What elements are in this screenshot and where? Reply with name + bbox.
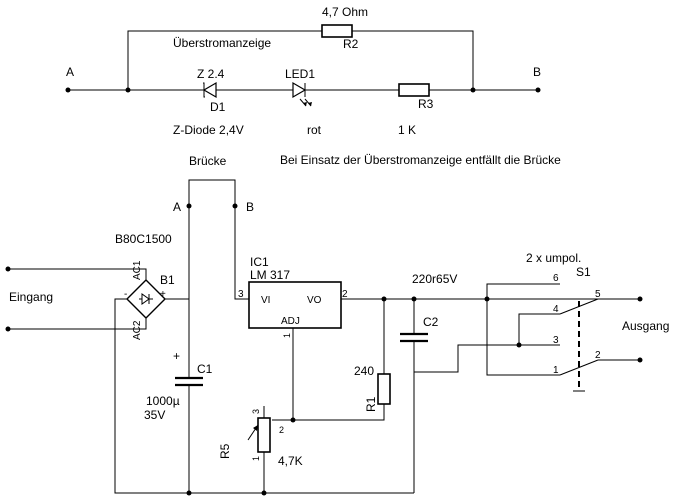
- switch-pin4: 4: [553, 304, 559, 315]
- rectifier-plus-label: +: [160, 289, 166, 300]
- c1-plus-label: +: [173, 349, 180, 363]
- input-label: Eingang: [9, 290, 53, 304]
- led-ref-label: LED1: [285, 67, 315, 81]
- potentiometer-r5: [247, 406, 271, 493]
- r5-value-label: 4,7K: [278, 454, 303, 468]
- led-1: [292, 81, 312, 107]
- c2-value-label: 220r65V: [412, 272, 457, 286]
- node-b-label-main: B: [246, 200, 254, 214]
- ic-pin3-label: 3: [238, 289, 244, 300]
- r1-value-label: 240: [354, 364, 374, 378]
- ic-adj-label: ADJ: [281, 316, 300, 327]
- node-a-label-main: A: [173, 200, 181, 214]
- rectifier-ref-label: B1: [160, 273, 175, 287]
- r5-pin1-label: 1: [251, 456, 261, 461]
- c2-ref-label: C2: [423, 315, 439, 329]
- capacitor-c1: [175, 376, 203, 387]
- regulator-section: A B Eingang B80C1500 B1 AC1 AC2 + - + C1: [5, 179, 669, 496]
- led-color-label: rot: [307, 123, 322, 137]
- rectifier-ac1-label: AC1: [132, 260, 143, 280]
- switch-ref-label: S1: [576, 265, 591, 279]
- r2-ref-label: R2: [343, 37, 359, 51]
- output-terminal-1: [637, 296, 643, 302]
- bridge-label: Brücke: [189, 154, 227, 168]
- regulator-ic1: [248, 281, 342, 329]
- resistor-r3: [398, 83, 430, 97]
- output-label: Ausgang: [622, 319, 669, 333]
- rectifier-minus-label: -: [124, 289, 127, 300]
- bridge-note: Bei Einsatz der Überstromanzeige entfäll…: [280, 153, 561, 167]
- section-title: Überstromanzeige: [173, 36, 271, 50]
- node-a-main: [186, 203, 192, 209]
- resistor-r2: [321, 24, 353, 38]
- r5-ref-label: R5: [218, 443, 232, 459]
- node-a-label-top: A: [66, 65, 74, 79]
- switch-desc-label: 2 x umpol.: [526, 251, 581, 265]
- r5-pin2-label: 2: [279, 425, 284, 435]
- ic-type-label: LM 317: [250, 268, 290, 282]
- ic-ref-label: IC1: [250, 255, 269, 269]
- switch-blade-lower: [559, 359, 599, 376]
- rectifier-type-label: B80C1500: [115, 232, 172, 246]
- node-a-top: [65, 87, 71, 93]
- input-terminal-1: [5, 266, 11, 272]
- capacitor-c2: [400, 332, 428, 343]
- d1-value-label: Z 2.4: [197, 67, 225, 81]
- ic-pin1-label: 1: [282, 333, 292, 338]
- resistor-r1: [377, 373, 391, 405]
- r1-ref-label: R1: [364, 396, 378, 412]
- input-terminal-2: [5, 326, 11, 332]
- r3-ref-label: R3: [418, 97, 434, 111]
- r2-value-label: 4,7 Ohm: [322, 5, 368, 19]
- c1-value-label: 1000µ: [146, 394, 180, 408]
- overcurrent-indicator-section: 4,7 Ohm R2 Überstromanzeige A B Z 2.4 D1…: [65, 5, 561, 168]
- rectifier-ac2-label: AC2: [132, 320, 143, 340]
- output-terminal-2: [637, 357, 643, 363]
- ic-vi-label: VI: [261, 295, 270, 306]
- switch-pin3: 3: [553, 335, 559, 346]
- r5-pin3-label: 3: [251, 409, 261, 414]
- d1-description: Z-Diode 2,4V: [173, 123, 244, 137]
- switch-pin6: 6: [553, 273, 559, 284]
- node-b-main: [232, 203, 238, 209]
- ic-pin2-label: 2: [342, 289, 348, 300]
- node-b-label-top: B: [533, 65, 541, 79]
- r3-value-label: 1 K: [398, 123, 416, 137]
- c1-voltage-label: 35V: [144, 408, 165, 422]
- switch-pin1: 1: [553, 365, 559, 376]
- d1-ref-label: D1: [210, 100, 226, 114]
- node-b-top: [535, 87, 541, 93]
- bridge-rectifier-b1: [126, 279, 166, 319]
- bridge-wire: [188, 179, 236, 206]
- zener-diode-d1: [202, 81, 217, 99]
- switch-pin5: 5: [595, 289, 601, 300]
- switch-pin2: 2: [595, 350, 601, 361]
- c1-ref-label: C1: [197, 362, 213, 376]
- ic-vo-label: VO: [307, 295, 322, 306]
